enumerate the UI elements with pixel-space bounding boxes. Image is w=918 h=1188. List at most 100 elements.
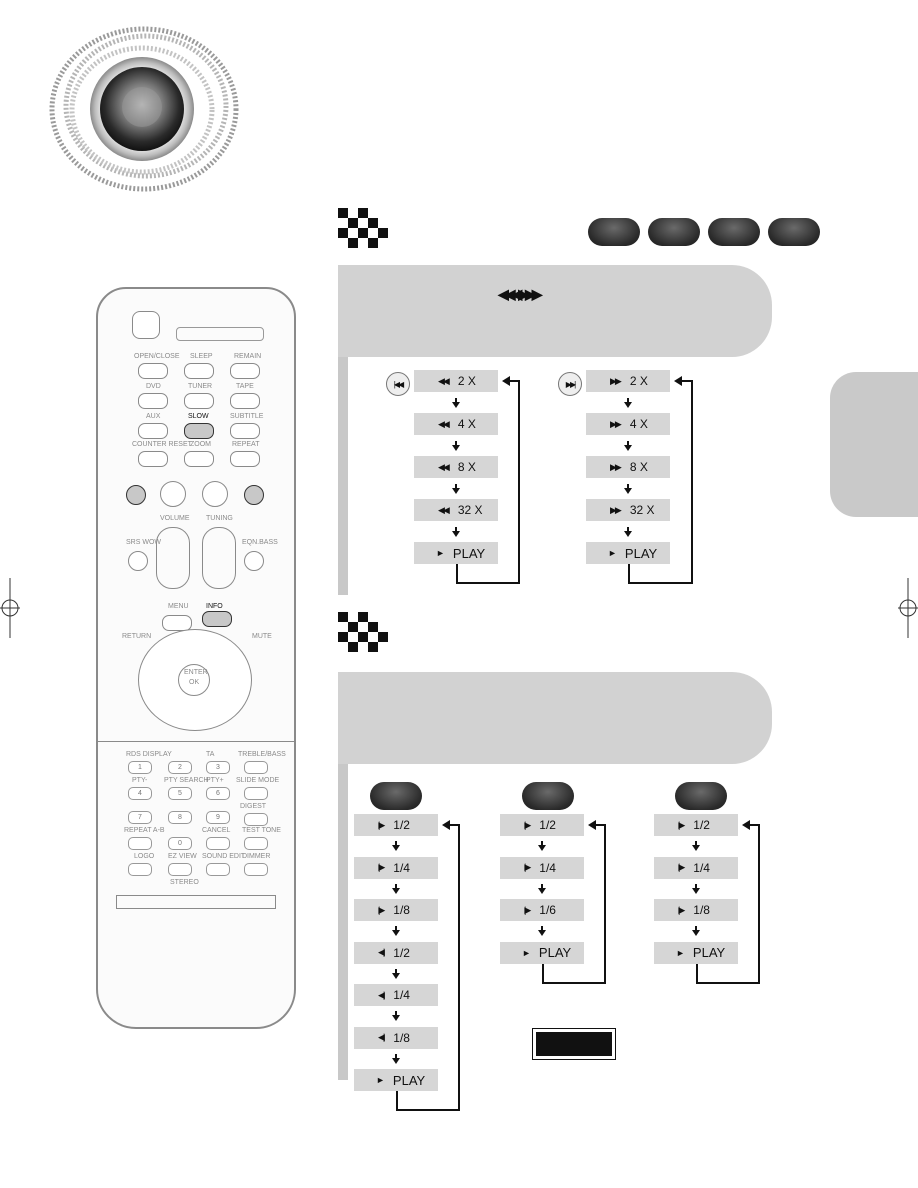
dimmer-button[interactable] bbox=[244, 863, 268, 876]
num-8-button[interactable]: 8 bbox=[168, 811, 192, 824]
chain-step-symbol: |▶ bbox=[378, 862, 385, 872]
chain-step-label: PLAY bbox=[692, 945, 726, 960]
tuning-rocker[interactable] bbox=[202, 527, 236, 589]
skip-back-button[interactable] bbox=[126, 485, 146, 505]
num-7-button[interactable]: 7 bbox=[128, 811, 152, 824]
aux-button[interactable] bbox=[138, 423, 168, 439]
down-arrow-icon bbox=[392, 1053, 400, 1064]
chain-step: ►PLAY bbox=[586, 542, 670, 564]
counter-reset-label: COUNTER RESET bbox=[132, 441, 192, 448]
srs-wow-button[interactable] bbox=[128, 551, 148, 571]
repeat-ab-button[interactable] bbox=[128, 837, 152, 850]
down-arrow-icon bbox=[692, 926, 700, 937]
loop-line bbox=[758, 824, 760, 984]
num-2-button[interactable]: 2 bbox=[168, 761, 192, 774]
logo-label: LOGO bbox=[134, 853, 155, 860]
chain-step: |▶1/2 bbox=[354, 814, 438, 836]
loop-line bbox=[696, 963, 698, 982]
loop-line bbox=[456, 582, 520, 584]
chain-step: ◀◀8 X bbox=[414, 456, 498, 478]
tape-button[interactable] bbox=[230, 393, 260, 409]
skip-back-icon: |◀◀ bbox=[386, 372, 410, 396]
info-label: INFO bbox=[206, 603, 223, 610]
skip-forward-icon: ▶▶| bbox=[558, 372, 582, 396]
play-pause-button[interactable] bbox=[202, 481, 228, 507]
aux-label: AUX bbox=[146, 413, 161, 420]
info-button[interactable] bbox=[202, 611, 232, 627]
subtitle-label: SUBTITLE bbox=[230, 413, 264, 420]
chain-step: |▶ 1/6 bbox=[500, 899, 584, 921]
disc-badge bbox=[675, 782, 727, 810]
loop-line bbox=[396, 1109, 460, 1111]
eq-bass-button[interactable] bbox=[244, 551, 264, 571]
chain-step-symbol: ◀◀ bbox=[438, 504, 450, 515]
stop-button[interactable] bbox=[160, 481, 186, 507]
slide-mode-button[interactable] bbox=[244, 787, 268, 800]
chain-step: ▶▶2 X bbox=[586, 370, 670, 392]
chain-step-symbol: ◀| bbox=[378, 1032, 385, 1042]
cancel-button[interactable] bbox=[206, 837, 230, 850]
logo-button[interactable] bbox=[128, 863, 152, 876]
digest-button[interactable] bbox=[244, 813, 268, 826]
volume-rocker[interactable] bbox=[156, 527, 190, 589]
chain-step-label: 4 X bbox=[629, 417, 648, 431]
chain-step-label: 1/4 bbox=[393, 988, 410, 1002]
disc-badge bbox=[370, 782, 422, 810]
num-1-button[interactable]: 1 bbox=[128, 761, 152, 774]
chain-step-label: 1/2 bbox=[693, 818, 710, 832]
num-3-button[interactable]: 3 bbox=[206, 761, 230, 774]
return-arrow-icon bbox=[674, 376, 682, 386]
zoom-button[interactable] bbox=[184, 451, 214, 467]
chain-step-label: 1/8 bbox=[393, 1030, 410, 1045]
enter-button[interactable] bbox=[178, 664, 210, 696]
down-arrow-icon bbox=[452, 483, 460, 494]
num-4-button[interactable]: 4 bbox=[128, 787, 152, 800]
panel-spine bbox=[338, 764, 348, 1080]
pty-search-label: PTY SEARCH bbox=[164, 777, 209, 784]
down-arrow-icon bbox=[692, 841, 700, 852]
chain-step-symbol: |▶ bbox=[378, 819, 385, 830]
slide-mode-label: SLIDE MODE bbox=[236, 777, 280, 784]
chain-step-label: 1/4 bbox=[539, 860, 556, 875]
num-9-button[interactable]: 9 bbox=[206, 811, 230, 824]
remain-button[interactable] bbox=[230, 363, 260, 379]
num-6-button[interactable]: 6 bbox=[206, 787, 230, 800]
down-arrow-icon bbox=[392, 841, 400, 852]
skip-forward-button[interactable] bbox=[244, 485, 264, 505]
chain-step: ►PLAY bbox=[354, 1069, 438, 1091]
chain-step: ►PLAY bbox=[414, 542, 498, 564]
chain-step-symbol: |▶ bbox=[524, 904, 531, 915]
dvd-button[interactable] bbox=[138, 393, 168, 409]
digest-label: DIGEST bbox=[240, 803, 267, 810]
num-0-button[interactable]: 0 bbox=[168, 837, 192, 850]
repeat-button[interactable] bbox=[230, 451, 260, 467]
chain-step-symbol: |▶ bbox=[524, 862, 531, 872]
ez-view-button[interactable] bbox=[168, 863, 192, 876]
chain-step-symbol: ◀| bbox=[378, 989, 385, 1000]
chain-step: |▶1/4 bbox=[654, 856, 738, 879]
chain-step: |▶1/2 bbox=[654, 814, 738, 836]
chain-step-symbol: ► bbox=[676, 947, 685, 958]
ez-view-label: EZ VIEW bbox=[168, 853, 197, 860]
power-button[interactable] bbox=[132, 311, 160, 339]
sound-edit-button[interactable] bbox=[206, 863, 230, 876]
slow-button[interactable] bbox=[184, 423, 214, 439]
panel-spine bbox=[338, 357, 348, 595]
chain-step: ►PLAY bbox=[500, 941, 584, 964]
chain-step-symbol: ▶▶ bbox=[610, 418, 622, 429]
open-close-button[interactable] bbox=[138, 363, 168, 379]
ta-label: TA bbox=[206, 751, 215, 758]
down-arrow-icon bbox=[452, 397, 460, 408]
chain-step-label: PLAY bbox=[452, 545, 486, 561]
zoom-label: ZOOM bbox=[190, 441, 211, 448]
subtitle-button[interactable] bbox=[230, 423, 260, 439]
num-5-button[interactable]: 5 bbox=[168, 787, 192, 800]
chain-step-label: 1/6 bbox=[539, 903, 556, 917]
test-tone-button[interactable] bbox=[244, 837, 268, 850]
counter-reset-button[interactable] bbox=[138, 451, 168, 467]
open-close-label: OPEN/CLOSE bbox=[134, 353, 180, 360]
band-button[interactable] bbox=[184, 393, 214, 409]
down-arrow-icon bbox=[392, 926, 400, 937]
sleep-button[interactable] bbox=[184, 363, 214, 379]
treble-bass-button[interactable] bbox=[244, 761, 268, 774]
